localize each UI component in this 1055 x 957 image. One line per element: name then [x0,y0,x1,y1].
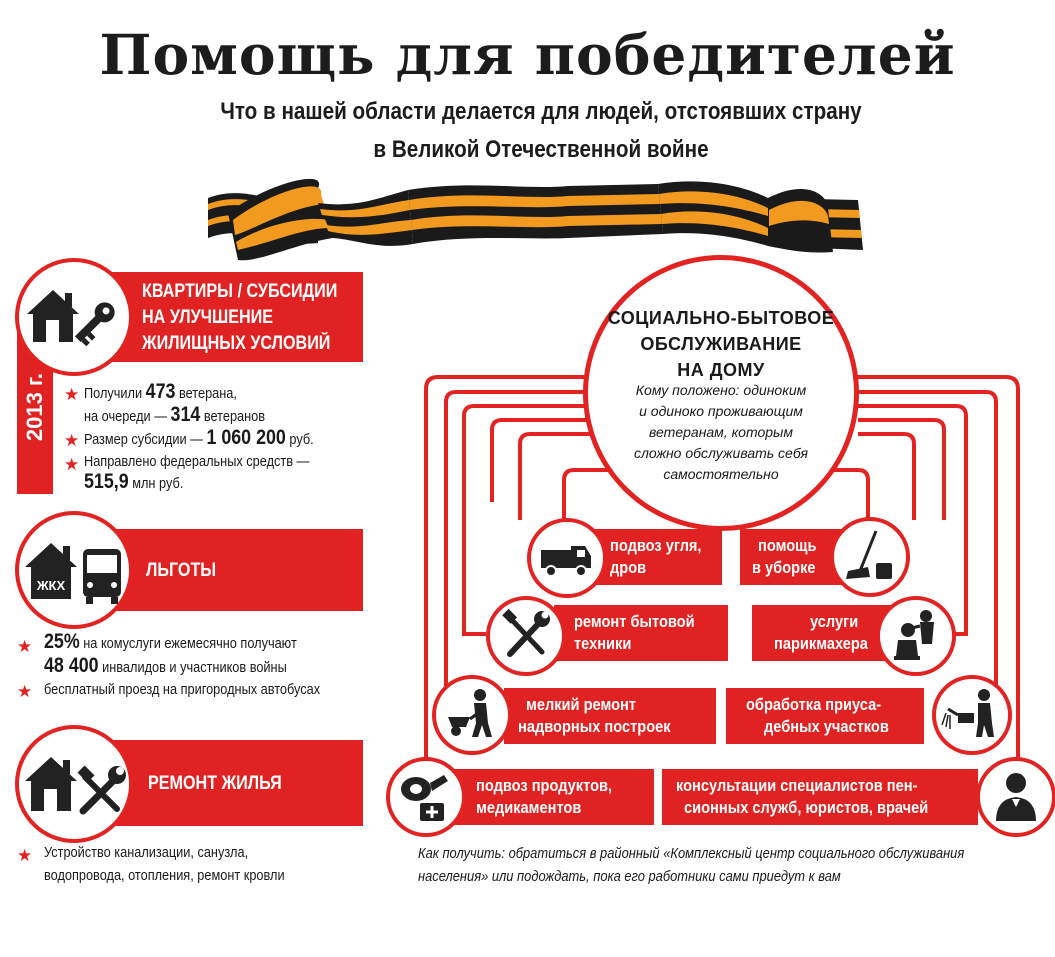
st-george-ribbon-icon [208,178,863,261]
star-icon: ★ [64,385,80,404]
benefits-label: ЛЬГОТЫ [146,560,217,581]
wheelbarrow-icon [432,675,512,755]
repair-fact-1: Устройство канализации, санузла, [44,844,249,861]
service-consult: консультации специалистов пен- сионных с… [662,769,978,825]
service-food: подвоз продуктов, медикаментов [448,769,654,825]
hairdresser-icon [876,596,956,676]
star-icon: ★ [64,431,80,450]
how-to-get-note: Как получить: обратиться в районный «Ком… [418,845,965,885]
benefits-fact-1: 25% на комуслуги ежемесячно получают [44,630,297,653]
star-icon: ★ [17,846,33,865]
repair-badge [15,725,133,843]
key-icon [74,302,115,347]
truck-icon [527,518,607,598]
eligibility-note: Кому положено: одиноким и одиноко прожив… [633,382,809,482]
wrench-screwdriver-icon [486,596,566,676]
house-icon [25,757,77,811]
home-service-title: СОЦИАЛЬНО-БЫТОВОЕ ОБСЛУЖИВАНИЕ НА ДОМУ [607,308,835,380]
service-garden: обработка приуса- дебных участков [726,688,924,744]
page-subtitle-line2: в Великой Отечественной войне [373,136,709,163]
mop-icon [830,517,910,597]
housing-banner: КВАРТИРЫ / СУБСИДИИ НА УЛУЧШЕНИЕ ЖИЛИЩНЫ… [110,272,363,362]
housing-badge [15,258,133,376]
food-medicine-icon [386,757,466,837]
housing-fact-3: Размер субсидии — 1 060 200 руб. [84,426,314,449]
housing-fact-1: Получили 473 ветерана, [84,380,237,403]
housing-fact-4: Направлено федеральных средств — [84,453,310,470]
bus-icon [83,549,121,604]
housing-label-line1: КВАРТИРЫ / СУБСИДИИ [142,281,338,302]
benefits-fact-3: бесплатный проезд на пригородных автобус… [44,681,321,698]
benefits-fact-2: 48 400 инвалидов и участников войны [44,654,287,677]
housing-utilities-icon: ЖКХ [25,543,77,599]
star-icon: ★ [17,637,33,656]
svg-text:ЖКХ: ЖКХ [36,578,66,593]
page-title: Помощь для победителей [99,22,956,87]
housing-fact-5: 515,9 млн руб. [84,470,184,493]
repair-banner: РЕМОНТ ЖИЛЬЯ [110,740,363,826]
star-icon: ★ [17,682,33,701]
star-icon: ★ [64,455,80,474]
watering-icon [932,675,1012,755]
tools-icon [77,765,126,815]
service-buildings: мелкий ремонт надворных построек [504,688,716,744]
repair-label: РЕМОНТ ЖИЛЬЯ [148,773,282,794]
benefits-badge: ЖКХ [15,511,133,629]
housing-label-line3: ЖИЛИЩНЫХ УСЛОВИЙ [142,333,331,354]
benefits-banner: ЛЬГОТЫ [110,529,363,611]
repair-fact-2: водопровода, отопления, ремонт кровли [44,867,285,884]
service-appliance: ремонт бытовой техники [554,605,728,661]
specialist-icon [976,757,1055,837]
housing-label-line2: НА УЛУЧШЕНИЕ [142,307,274,328]
housing-fact-2: на очереди — 314 ветеранов [84,403,266,426]
page-subtitle-line1: Что в нашей области делается для людей, … [220,98,862,125]
home-service-circle: СОЦИАЛЬНО-БЫТОВОЕ ОБСЛУЖИВАНИЕ НА ДОМУ К… [583,255,859,531]
house-icon [27,290,79,342]
